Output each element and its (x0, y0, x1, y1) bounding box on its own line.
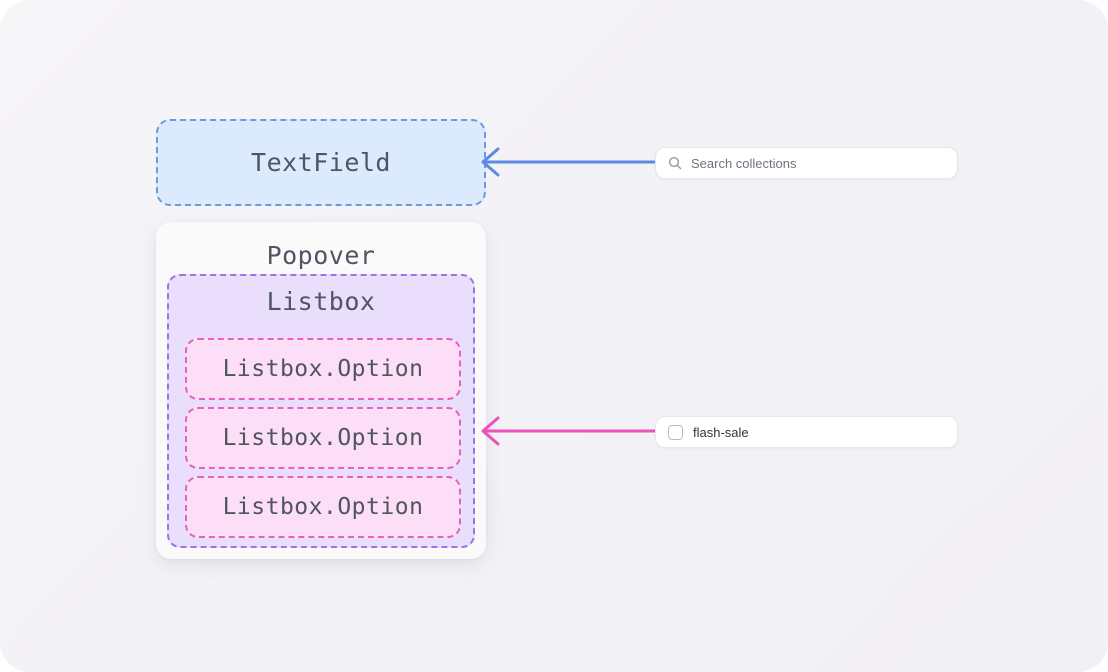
listbox-option-0-label: Listbox.Option (222, 356, 424, 382)
listbox-option-2: Listbox.Option (185, 476, 461, 538)
option-connector-arrow (481, 416, 658, 446)
checkbox-unchecked-icon[interactable] (668, 424, 683, 440)
listbox-node-label: Listbox (266, 287, 376, 316)
textfield-node-label: TextField (251, 148, 391, 177)
search-input-placeholder: Search collections (691, 155, 797, 171)
textfield-connector-arrow (481, 147, 658, 177)
listbox-node: Listbox Listbox.Option Listbox.Option Li… (167, 274, 475, 548)
listbox-option-1-label: Listbox.Option (222, 425, 424, 451)
collection-option-row[interactable]: flash-sale (655, 416, 958, 448)
popover-node: Popover Listbox Listbox.Option Listbox.O… (156, 222, 486, 559)
search-input[interactable]: Search collections (655, 147, 958, 179)
collection-option-label: flash-sale (693, 424, 749, 440)
textfield-node: TextField (156, 119, 486, 206)
listbox-option-0: Listbox.Option (185, 338, 461, 400)
listbox-option-2-label: Listbox.Option (222, 494, 424, 520)
search-icon (668, 156, 682, 170)
popover-node-label: Popover (266, 241, 376, 270)
listbox-option-1: Listbox.Option (185, 407, 461, 469)
